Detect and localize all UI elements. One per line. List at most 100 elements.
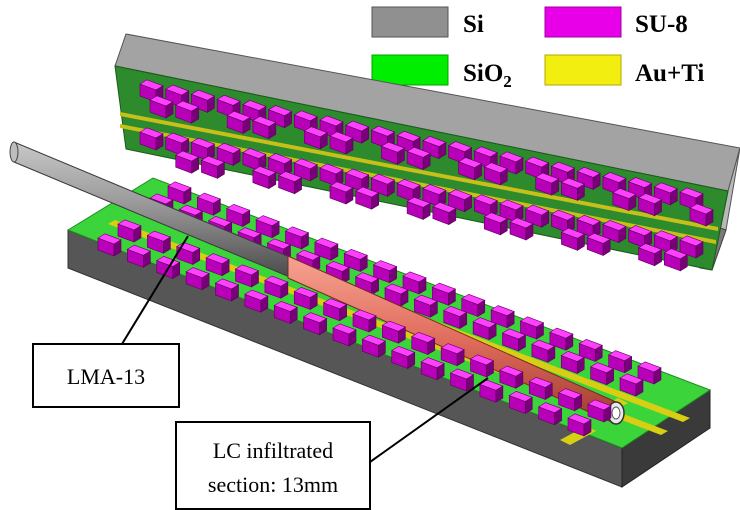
su8-spacer-block — [234, 264, 260, 288]
su8-spacer-block — [242, 100, 267, 124]
legend-swatch-su8 — [544, 6, 622, 38]
su8-spacer-block — [537, 402, 563, 426]
su8-spacer-block — [549, 327, 574, 351]
su8-spacer-block — [214, 278, 240, 302]
su8-spacer-block — [139, 127, 164, 151]
su8-spacer-block — [216, 94, 241, 118]
lower-chip-su8-blocks-front — [97, 219, 612, 437]
su8-spacer-block — [226, 110, 251, 134]
su8-spacer-block — [483, 212, 508, 236]
legend-swatch-sio2 — [371, 54, 449, 86]
su8-spacer-block — [97, 233, 122, 257]
su8-spacer-block — [302, 312, 328, 336]
fiber-cut-end — [9, 141, 19, 163]
su8-spacer-block — [469, 354, 495, 378]
su8-spacer-block — [284, 226, 310, 250]
lower-chip-su8-blocks-back — [149, 181, 662, 397]
legend-label-su8: SU-8 — [635, 11, 688, 38]
su8-spacer-block — [205, 253, 230, 277]
su8-spacer-block — [176, 241, 201, 266]
su8-spacer-block — [244, 289, 269, 313]
su8-spacer-block — [560, 227, 586, 251]
su8-spacer-block — [372, 260, 398, 284]
su8-spacer-block — [490, 305, 515, 329]
callout-lc-section: LC infiltrated section: 13mm — [175, 377, 489, 510]
su8-spacer-block — [447, 141, 473, 165]
su8-spacer-block — [200, 155, 226, 179]
su8-spacer-block — [508, 390, 533, 415]
upper-chip — [114, 33, 740, 272]
su8-spacer-block — [557, 388, 583, 412]
su8-spacer-block — [479, 379, 504, 403]
callout-lc-text-line2: section: 13mm — [208, 472, 338, 497]
callout-lc-box — [175, 421, 371, 510]
su8-spacer-block — [420, 357, 445, 381]
su8-spacer-block — [587, 399, 612, 423]
su8-spacer-block — [165, 132, 190, 156]
su8-spacer-block — [431, 282, 457, 306]
upper-chip-su8-blocks — [139, 79, 714, 272]
su8-spacer-block — [637, 243, 663, 267]
su8-spacer-block — [443, 305, 468, 330]
su8-spacer-block — [185, 267, 210, 291]
su8-spacer-block — [689, 203, 714, 227]
su8-spacer-block — [126, 244, 152, 268]
su8-spacer-block — [560, 177, 586, 201]
su8-spacer-block — [293, 286, 318, 311]
su8-spacer-block — [314, 237, 339, 261]
su8-spacer-block — [531, 339, 556, 363]
su8-spacer-block — [226, 203, 251, 228]
su8-spacer-block — [560, 350, 585, 375]
su8-spacer-block — [277, 171, 303, 195]
su8-spacer-block — [355, 186, 380, 210]
su8-spacer-block — [381, 320, 407, 344]
su8-spacer-block — [146, 230, 172, 254]
callout-lma13: LMA-13 — [32, 235, 189, 408]
su8-spacer-block — [149, 95, 174, 119]
callout-lma13-text: LMA-13 — [67, 364, 145, 389]
su8-spacer-block — [175, 150, 200, 174]
su8-spacer-block — [402, 271, 427, 295]
su8-spacer-block — [567, 413, 592, 437]
su8-spacer-block — [354, 272, 380, 296]
su8-spacer-block — [303, 126, 328, 150]
su8-spacer-block — [586, 232, 611, 256]
legend-swatch-si — [371, 6, 449, 38]
lc-fiber-core — [611, 406, 621, 420]
callout-lma13-leader — [121, 235, 189, 345]
su8-spacer-block — [322, 298, 348, 322]
su8-spacer-block — [457, 157, 483, 181]
su8-spacer-block — [413, 294, 439, 318]
su8-spacer-block — [190, 137, 216, 161]
su8-spacer-block — [637, 193, 663, 217]
legend-label-si: Si — [463, 11, 484, 38]
su8-spacer-block — [343, 248, 368, 273]
su8-spacer-block — [449, 368, 475, 392]
su8-spacer-block — [499, 365, 524, 389]
su8-spacer-block — [627, 225, 653, 249]
su8-spacer-block — [352, 309, 377, 333]
su8-spacer-block — [432, 202, 457, 226]
callout-lc-text-line1: LC infiltrated — [213, 438, 333, 463]
su8-spacer-block — [252, 166, 277, 190]
su8-spacer-block — [117, 219, 142, 243]
su8-spacer-block — [329, 131, 354, 155]
su8-spacer-block — [461, 293, 486, 318]
su8-spacer-block — [422, 136, 447, 160]
lower-chip — [9, 141, 712, 488]
callout-lma13-box — [32, 343, 180, 408]
su8-spacer-block — [589, 362, 615, 386]
su8-spacer-block — [576, 166, 601, 190]
su8-spacer-block — [264, 275, 289, 299]
su8-spacer-block — [607, 350, 633, 374]
su8-spacer-block — [528, 376, 553, 401]
su8-spacer-block — [380, 141, 406, 165]
su8-spacer-block — [329, 181, 354, 205]
su8-spacer-block — [653, 182, 678, 206]
su8-spacer-block — [483, 162, 508, 186]
upper-chip-electrode-1 — [120, 112, 718, 231]
su8-spacer-block — [535, 172, 560, 196]
su8-spacer-block — [509, 217, 534, 241]
su8-spacer-block — [612, 188, 637, 212]
